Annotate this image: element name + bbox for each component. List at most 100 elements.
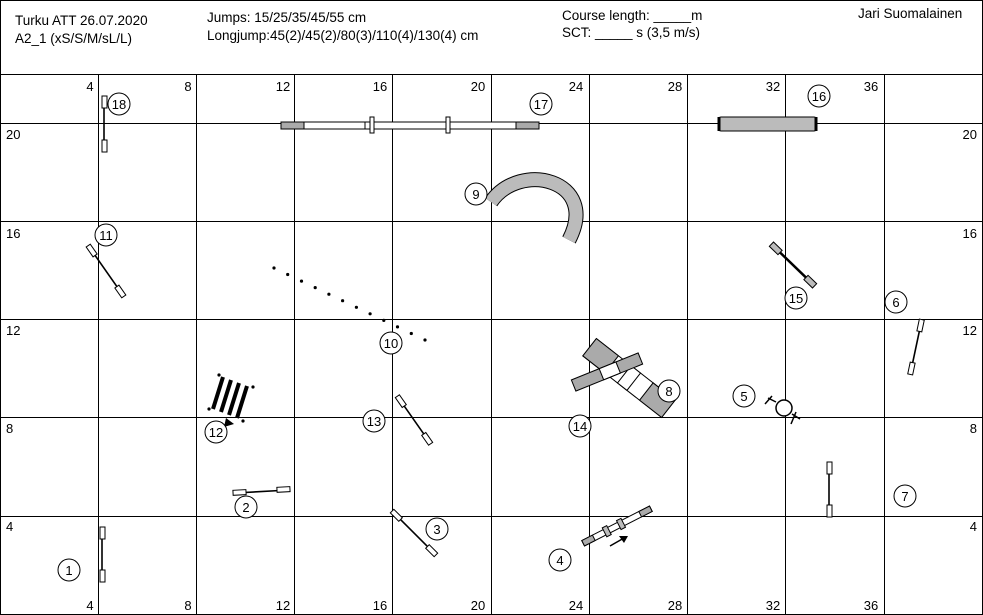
grid-label-bottom: 24 bbox=[569, 598, 583, 613]
long-jump-12 bbox=[207, 373, 255, 427]
svg-text:16: 16 bbox=[812, 89, 826, 104]
marker-15: 15 bbox=[784, 286, 808, 310]
longjump-sizes: Longjump:45(2)/45(2)/80(3)/110(4)/130(4)… bbox=[207, 28, 479, 43]
svg-text:3: 3 bbox=[433, 522, 440, 537]
weave-pole bbox=[423, 338, 427, 342]
svg-text:6: 6 bbox=[892, 295, 899, 310]
weave-pole bbox=[354, 305, 358, 309]
weave-pole bbox=[409, 331, 413, 336]
grid-label-top: 32 bbox=[766, 79, 780, 94]
grid-label-bottom: 36 bbox=[864, 598, 878, 613]
judge-name: Jari Suomalainen bbox=[858, 6, 963, 21]
marker-2: 2 bbox=[234, 495, 258, 519]
plank-17 bbox=[280, 116, 540, 134]
grid-label-bottom: 32 bbox=[766, 598, 780, 613]
svg-text:8: 8 bbox=[665, 384, 672, 399]
marker-18: 18 bbox=[107, 92, 131, 116]
grid-lines bbox=[0, 74, 983, 615]
course-header: Turku ATT 26.07.2020 A2_1 (xS/S/M/sL/L) … bbox=[0, 0, 983, 74]
course-length: Course length: _____m bbox=[562, 8, 703, 23]
grid-label-right: 16 bbox=[963, 226, 977, 241]
grid-labels-right: 20 16 12 8 4 bbox=[963, 127, 977, 534]
grid-label-bottom: 4 bbox=[86, 598, 93, 613]
weave-pole bbox=[313, 286, 317, 290]
grid-label-bottom: 28 bbox=[668, 598, 682, 613]
marker-3: 3 bbox=[425, 517, 449, 541]
marker-12: 12 bbox=[204, 420, 228, 444]
weave-pole bbox=[327, 292, 331, 296]
curved-tunnel-9 bbox=[484, 172, 584, 244]
direction-arrow-icon bbox=[609, 536, 628, 547]
svg-text:4: 4 bbox=[556, 553, 563, 568]
jump-11 bbox=[85, 243, 127, 299]
svg-text:14: 14 bbox=[573, 419, 587, 434]
marker-16: 16 bbox=[807, 84, 831, 108]
svg-text:13: 13 bbox=[367, 414, 381, 429]
marker-8: 8 bbox=[657, 379, 681, 403]
grid-label-top: 16 bbox=[373, 79, 387, 94]
obstacle-number-markers: 1 2 3 4 5 6 7 8 9 10 11 12 13 14 15 16 1… bbox=[57, 84, 917, 582]
grid-label-left: 12 bbox=[6, 323, 20, 338]
weave-pole bbox=[286, 272, 290, 277]
jump-13 bbox=[394, 394, 434, 446]
weave-pole bbox=[341, 299, 345, 303]
jump-1 bbox=[99, 526, 106, 583]
svg-text:12: 12 bbox=[209, 425, 223, 440]
grid-label-top: 20 bbox=[471, 79, 485, 94]
weave-pole bbox=[395, 325, 400, 329]
grid-label-top: 8 bbox=[184, 79, 191, 94]
marker-6: 6 bbox=[884, 290, 908, 314]
svg-text:17: 17 bbox=[534, 97, 548, 112]
marker-1: 1 bbox=[57, 558, 81, 582]
jump-heights: Jumps: 15/25/35/45/55 cm bbox=[207, 10, 367, 25]
grid-label-bottom: 8 bbox=[184, 598, 191, 613]
svg-text:10: 10 bbox=[384, 336, 398, 351]
marker-7: 7 bbox=[893, 484, 917, 508]
marker-9: 9 bbox=[464, 182, 488, 206]
tire-5 bbox=[764, 395, 801, 425]
weave-poles-10 bbox=[272, 266, 427, 342]
marker-5: 5 bbox=[732, 384, 756, 408]
grid-label-top: 28 bbox=[668, 79, 682, 94]
jump-15 bbox=[768, 241, 818, 289]
weave-pole bbox=[272, 266, 276, 270]
grid-label-right: 8 bbox=[970, 421, 977, 436]
marker-4: 4 bbox=[548, 548, 572, 572]
marker-10: 10 bbox=[379, 331, 403, 355]
svg-text:1: 1 bbox=[65, 563, 72, 578]
svg-text:7: 7 bbox=[901, 489, 908, 504]
grid-label-bottom: 16 bbox=[373, 598, 387, 613]
marker-17: 17 bbox=[529, 92, 553, 116]
standard-course-time: SCT: _____ s (3,5 m/s) bbox=[562, 25, 701, 40]
svg-text:2: 2 bbox=[242, 500, 249, 515]
grid-label-top: 12 bbox=[276, 79, 290, 94]
seesaw-4 bbox=[581, 505, 653, 547]
svg-text:11: 11 bbox=[99, 228, 113, 243]
grid-label-right: 4 bbox=[970, 519, 977, 534]
grid-label-bottom: 20 bbox=[471, 598, 485, 613]
grid-label-right: 20 bbox=[963, 127, 977, 142]
grid-label-left: 4 bbox=[6, 519, 13, 534]
weave-pole bbox=[368, 312, 372, 316]
event-title: Turku ATT 26.07.2020 bbox=[15, 13, 148, 28]
svg-text:9: 9 bbox=[472, 187, 479, 202]
grid-labels-top: 4 8 12 16 20 24 28 32 36 bbox=[86, 79, 878, 94]
grid-label-left: 8 bbox=[6, 421, 13, 436]
grid-labels-left: 20 16 12 8 4 bbox=[6, 127, 20, 534]
grid-label-top: 4 bbox=[86, 79, 93, 94]
svg-text:18: 18 bbox=[112, 97, 126, 112]
grid-label-right: 12 bbox=[963, 323, 977, 338]
course-class: A2_1 (xS/S/M/sL/L) bbox=[15, 31, 133, 46]
grid-labels-bottom: 4 8 12 16 20 24 28 32 36 bbox=[86, 598, 878, 613]
dogwalk-cross-beam bbox=[570, 352, 644, 392]
marker-13: 13 bbox=[362, 409, 386, 433]
grid-label-top: 24 bbox=[569, 79, 583, 94]
marker-11: 11 bbox=[94, 223, 118, 247]
weave-pole bbox=[299, 279, 304, 283]
jump-6 bbox=[907, 318, 925, 376]
marker-14: 14 bbox=[568, 414, 592, 438]
weave-pole bbox=[382, 318, 386, 322]
grid-label-top: 36 bbox=[864, 79, 878, 94]
jump-3 bbox=[389, 508, 439, 558]
grid-label-bottom: 12 bbox=[276, 598, 290, 613]
